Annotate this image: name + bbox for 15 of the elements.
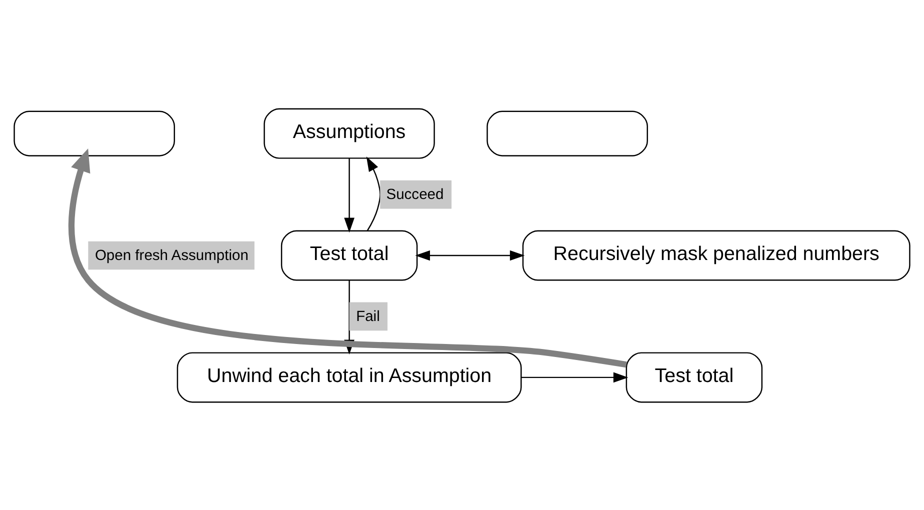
node-box <box>486 110 648 156</box>
arrow <box>344 158 354 232</box>
edge-label: Open fresh Assumption <box>94 247 248 264</box>
node-box: Unwind each total in Assumption <box>176 352 522 402</box>
arrow <box>521 372 628 382</box>
arrow <box>415 250 525 260</box>
node-box: Test total <box>280 230 418 280</box>
arrow <box>68 148 627 368</box>
arrow <box>366 156 381 231</box>
edge-label: Fail <box>356 308 380 324</box>
node-box: Assumptions <box>264 108 435 158</box>
node-box <box>14 110 176 156</box>
node-box: Test total <box>626 352 763 402</box>
edge-label: Succeed <box>386 186 444 202</box>
node-box: Recursively mask penalized numbers <box>522 230 910 280</box>
